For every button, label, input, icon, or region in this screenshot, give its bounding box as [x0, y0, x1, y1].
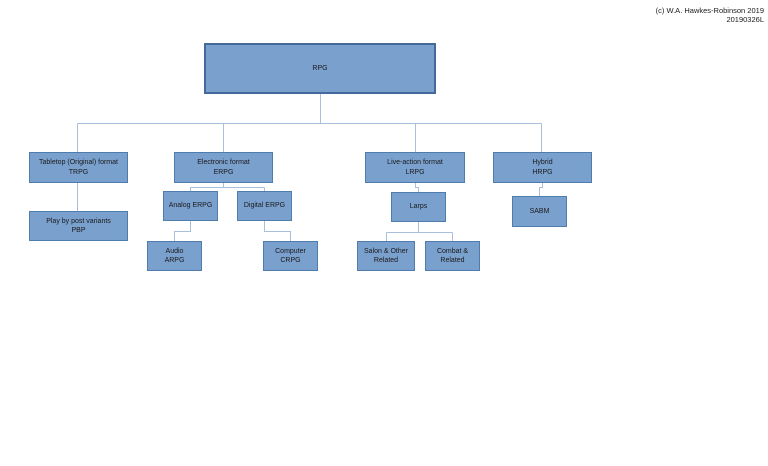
copyright-line2: 20190326L — [726, 15, 764, 25]
node-label: Live-action format — [387, 159, 443, 167]
node-label: Related — [373, 257, 399, 264]
node-label: TRPG — [68, 168, 89, 176]
copyright-line1: (c) W.A. Hawkes-Robinson 2019 — [655, 6, 764, 15]
node-label: HRPG — [532, 168, 553, 176]
node-label: Computer — [275, 247, 306, 255]
node-erpg: Electronic format ERPG — [174, 152, 273, 183]
node-computer-crpg: Computer CRPG — [263, 241, 318, 271]
node-label: Digital ERPG — [243, 202, 286, 210]
node-label: Salon & Other — [364, 247, 408, 255]
node-audio-arpg: Audio ARPG — [147, 241, 202, 271]
node-salon-other-related: Salon & Other Related — [357, 241, 415, 271]
node-label: ERPG — [213, 168, 234, 176]
node-label: RPG — [312, 64, 328, 72]
node-label: Electronic format — [197, 159, 250, 167]
node-rpg: RPG — [204, 43, 436, 94]
node-label: Analog ERPG — [168, 202, 213, 210]
copyright-text: (c) W.A. Hawkes-Robinson 2019 20190326L — [656, 6, 764, 25]
node-label: CRPG — [280, 257, 301, 264]
node-digital-erpg: Digital ERPG — [237, 191, 292, 221]
node-hrpg: Hybrid HRPG — [493, 152, 592, 183]
node-label: Combat & — [436, 247, 469, 255]
node-analog-erpg: Analog ERPG — [163, 191, 218, 221]
node-label: SABM — [529, 207, 550, 215]
node-label: LRPG — [405, 168, 425, 176]
node-pbp: Play by post variants PBP — [29, 211, 128, 241]
node-sabm: SABM — [512, 196, 567, 227]
node-trpg: Tabletop (Original) format TRPG — [29, 152, 128, 183]
node-label: Related — [440, 257, 465, 264]
node-label: Audio — [165, 247, 184, 255]
node-combat-related: Combat & Related — [425, 241, 480, 271]
node-larps: Larps — [391, 192, 446, 222]
node-label: PBP — [71, 227, 86, 234]
node-label: Hybrid — [532, 159, 553, 167]
node-label: Larps — [409, 203, 428, 211]
node-label: ARPG — [164, 257, 185, 264]
node-label: Tabletop (Original) format — [39, 159, 118, 167]
node-label: Play by post variants — [46, 217, 111, 225]
node-lrpg: Live-action format LRPG — [365, 152, 465, 183]
